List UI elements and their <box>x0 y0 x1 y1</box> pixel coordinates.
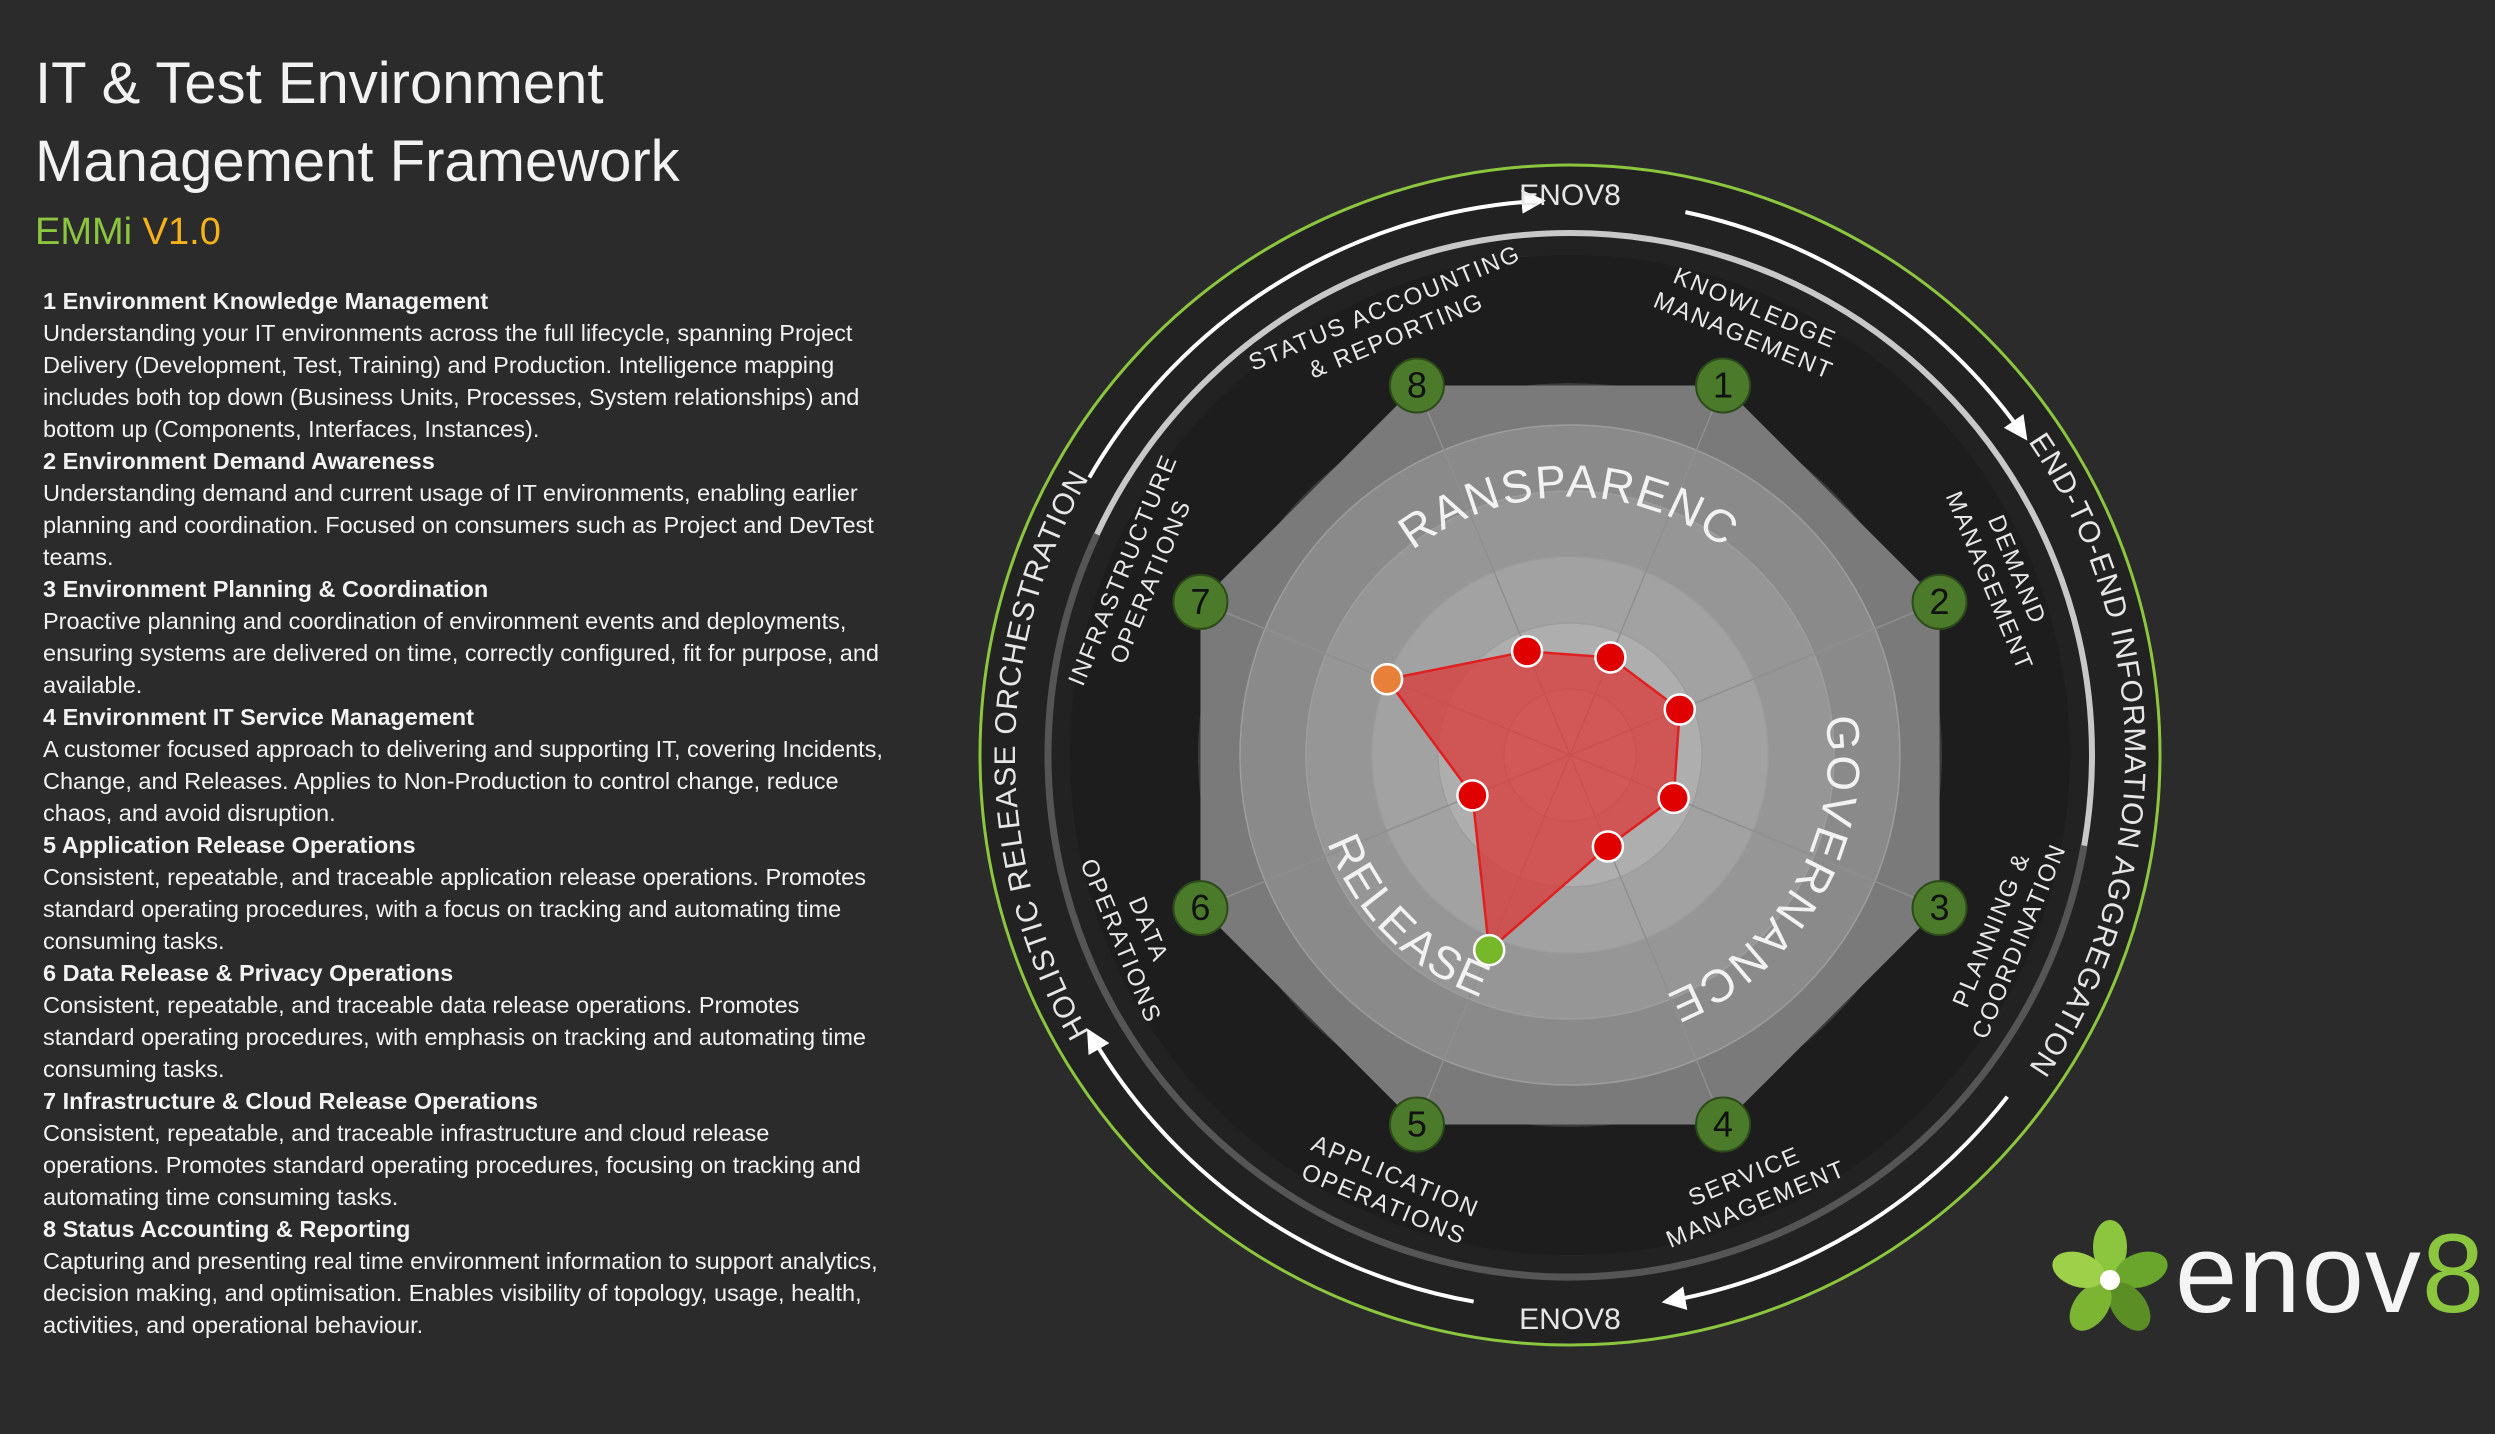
axis-node <box>1172 880 1229 937</box>
radar-data-point <box>1657 781 1690 815</box>
description-body: Understanding demand and current usage o… <box>43 480 874 570</box>
description-heading: 2 Environment Demand Awareness <box>43 448 435 474</box>
orbit-arrow-top-right <box>1684 210 2028 441</box>
description-item: 4 Environment IT Service Management A cus… <box>43 701 883 829</box>
orbit-arrow-top-left <box>1087 189 1546 479</box>
axis-number: 5 <box>1407 1104 1427 1145</box>
axis-node <box>1388 1096 1445 1153</box>
axis-number: 1 <box>1713 364 1733 405</box>
description-item: 7 Infrastructure & Cloud Release Operati… <box>43 1085 883 1213</box>
page-title-line-2: Management Framework <box>35 129 680 194</box>
description-body: Capturing and presenting real time envir… <box>43 1248 878 1338</box>
orbit-arrow-bottom-right <box>1661 1095 2009 1311</box>
radar-data-point <box>1472 933 1506 967</box>
description-heading: 7 Infrastructure & Cloud Release Operati… <box>43 1088 538 1114</box>
enov8-logo: enov8 <box>2045 1211 2484 1345</box>
description-heading: 6 Data Release & Privacy Operations <box>43 960 454 986</box>
ring-label-top: ENOV8 <box>1519 179 1621 212</box>
radar-data-point <box>1591 830 1625 863</box>
description-body: A customer focused approach to deliverin… <box>43 736 883 826</box>
axis-node <box>1911 880 1968 937</box>
radar-data-point <box>1510 635 1544 668</box>
radar-data-point <box>1663 693 1697 726</box>
version-subtitle: EMMi V1.0 <box>35 207 680 257</box>
logo-word-main: enov <box>2175 1211 2422 1336</box>
description-body: Proactive planning and coordination of e… <box>43 608 879 698</box>
description-body: Consistent, repeatable, and traceable in… <box>43 1120 861 1210</box>
radar-data-point <box>1594 641 1627 674</box>
axis-number: 6 <box>1190 887 1210 928</box>
subtitle-version: V1.0 <box>142 211 221 253</box>
axis-number: 3 <box>1930 887 1950 928</box>
description-body: Understanding your IT environments acros… <box>43 320 860 442</box>
description-body: Consistent, repeatable, and traceable da… <box>43 992 866 1082</box>
axis-node <box>1695 357 1752 414</box>
axis-node <box>1172 573 1229 630</box>
axis-node <box>1388 357 1445 414</box>
description-body: Consistent, repeatable, and traceable ap… <box>43 864 867 954</box>
ring-label-bottom: ENOV8 <box>1519 1303 1621 1336</box>
axis-number: 4 <box>1713 1104 1733 1145</box>
radar-data-point <box>1370 662 1404 696</box>
flower-icon <box>2052 1220 2168 1331</box>
description-heading: 3 Environment Planning & Coordination <box>43 576 489 602</box>
header: IT & Test Environment Management Framewo… <box>35 45 680 257</box>
orbit-arrow-bottom-left <box>1086 1028 1474 1304</box>
logo-word-accent: 8 <box>2421 1211 2486 1336</box>
inner-ring-dark-arc <box>1044 532 2088 1281</box>
description-heading: 1 Environment Knowledge Management <box>43 288 489 314</box>
axis-node <box>1911 573 1968 630</box>
axis-number: 7 <box>1190 581 1210 622</box>
description-heading: 5 Application Release Operations <box>43 832 416 858</box>
subtitle-product: EMMi <box>35 211 133 253</box>
axis-number: 8 <box>1407 364 1427 405</box>
axis-number: 2 <box>1930 581 1950 622</box>
axis-node <box>1695 1096 1752 1153</box>
description-heading: 4 Environment IT Service Management <box>43 704 474 730</box>
logo-wordmark: enov8 <box>2175 1209 2485 1339</box>
description-heading: 8 Status Accounting & Reporting <box>43 1216 411 1242</box>
page-title-line-1: IT & Test Environment <box>35 51 604 116</box>
radar-data-point <box>1456 779 1489 812</box>
